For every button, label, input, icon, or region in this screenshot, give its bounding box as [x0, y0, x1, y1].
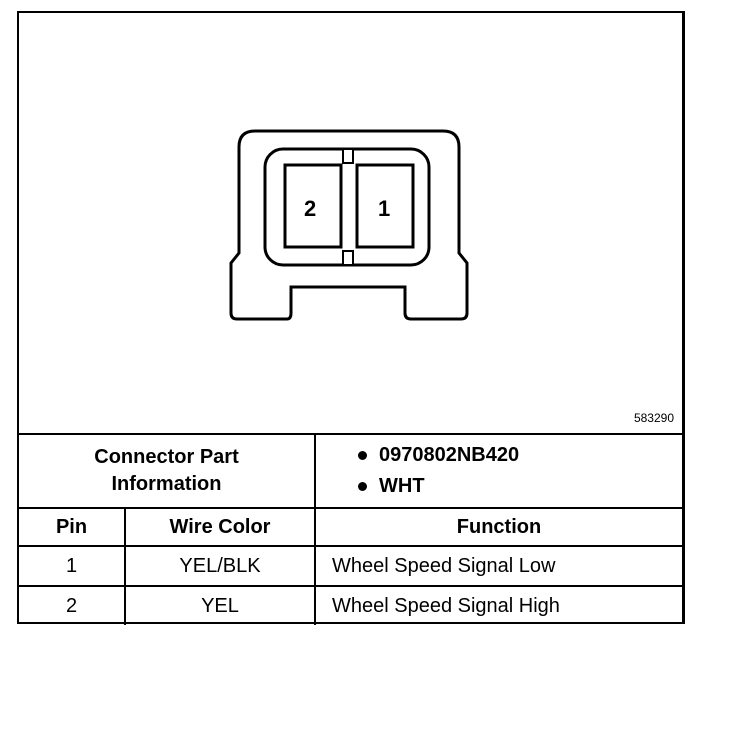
cell-function: Wheel Speed Signal High — [314, 585, 682, 625]
info-value-part-number: 0970802NB420 — [358, 440, 682, 471]
bullet-icon — [358, 451, 367, 461]
cell-pin: 2 — [19, 585, 126, 625]
header-pin: Pin — [19, 507, 126, 547]
info-label-line1: Connector Part — [94, 446, 239, 468]
connector-body-outline — [229, 129, 469, 321]
connector-drawing — [229, 129, 469, 321]
cell-pin: 1 — [19, 545, 126, 587]
cell-wire-color: YEL/BLK — [124, 545, 316, 587]
info-value-color: WHT — [358, 471, 682, 502]
connector-top-notch — [342, 148, 354, 164]
cavity-2 — [283, 163, 343, 249]
figure-number: 583290 — [633, 411, 674, 425]
cavity-1-label: 1 — [378, 196, 391, 221]
connector-part-info-values: 0970802NB420 WHT — [314, 433, 682, 509]
cell-wire-color: YEL — [124, 585, 316, 625]
header-wire-color: Wire Color — [124, 507, 316, 547]
table-row: 2 YEL Wheel Speed Signal High — [19, 585, 682, 625]
table-row: 1 YEL/BLK Wheel Speed Signal Low — [19, 545, 682, 587]
cavity-2-label: 2 — [304, 196, 317, 221]
header-function: Function — [314, 507, 682, 547]
connector-part-info-label: Connector Part Information — [19, 433, 316, 509]
connector-bottom-notch — [342, 250, 354, 266]
connector-diagram: 2 1 583290 — [19, 13, 682, 435]
info-label-line2: Information — [111, 473, 222, 495]
cavity-1 — [355, 163, 415, 249]
connector-frame: 2 1 583290 Connector Part Information 09… — [17, 11, 685, 625]
bullet-icon — [358, 482, 367, 492]
cell-function: Wheel Speed Signal Low — [314, 545, 682, 587]
connector-table: Connector Part Information 0970802NB420 … — [19, 433, 682, 625]
